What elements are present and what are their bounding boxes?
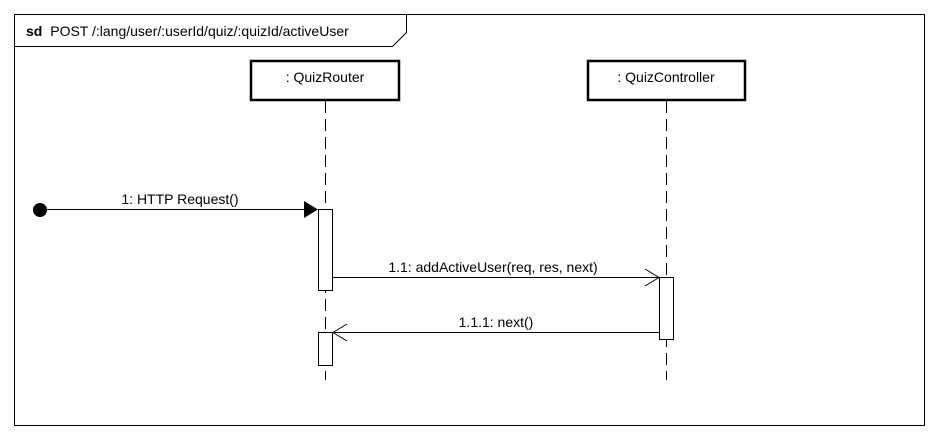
lifeline-label-quizrouter: : QuizRouter: [286, 69, 365, 85]
frame-title-tab: [14, 14, 407, 47]
message-arrowhead-open-2: [644, 268, 660, 287]
activation-bar-quizcontroller: [659, 277, 674, 340]
activation-bar-quizrouter-1: [318, 209, 333, 291]
frame-title-text: POST /:lang/user/:userId/quiz/:quizId/ac…: [50, 23, 349, 39]
message-label-2: 1.1: addActiveUser(req, res, next): [388, 259, 597, 275]
message-label-1: 1: HTTP Request(): [121, 191, 238, 207]
frame-title: sd POST /:lang/user/:userId/quiz/:quizId…: [26, 23, 349, 39]
diagram-frame: [14, 14, 925, 426]
lifeline-head-quizcontroller: [586, 59, 747, 102]
lifeline-label-quizcontroller: : QuizController: [617, 69, 715, 85]
lifeline-head-quizrouter: [249, 59, 401, 102]
message-label-3: 1.1.1: next(): [459, 314, 534, 330]
message-arrowhead-open-3: [332, 323, 348, 342]
message-arrowhead-filled-1: [304, 201, 318, 218]
frame-keyword: sd: [26, 23, 42, 39]
activation-bar-quizrouter-2: [318, 332, 333, 366]
